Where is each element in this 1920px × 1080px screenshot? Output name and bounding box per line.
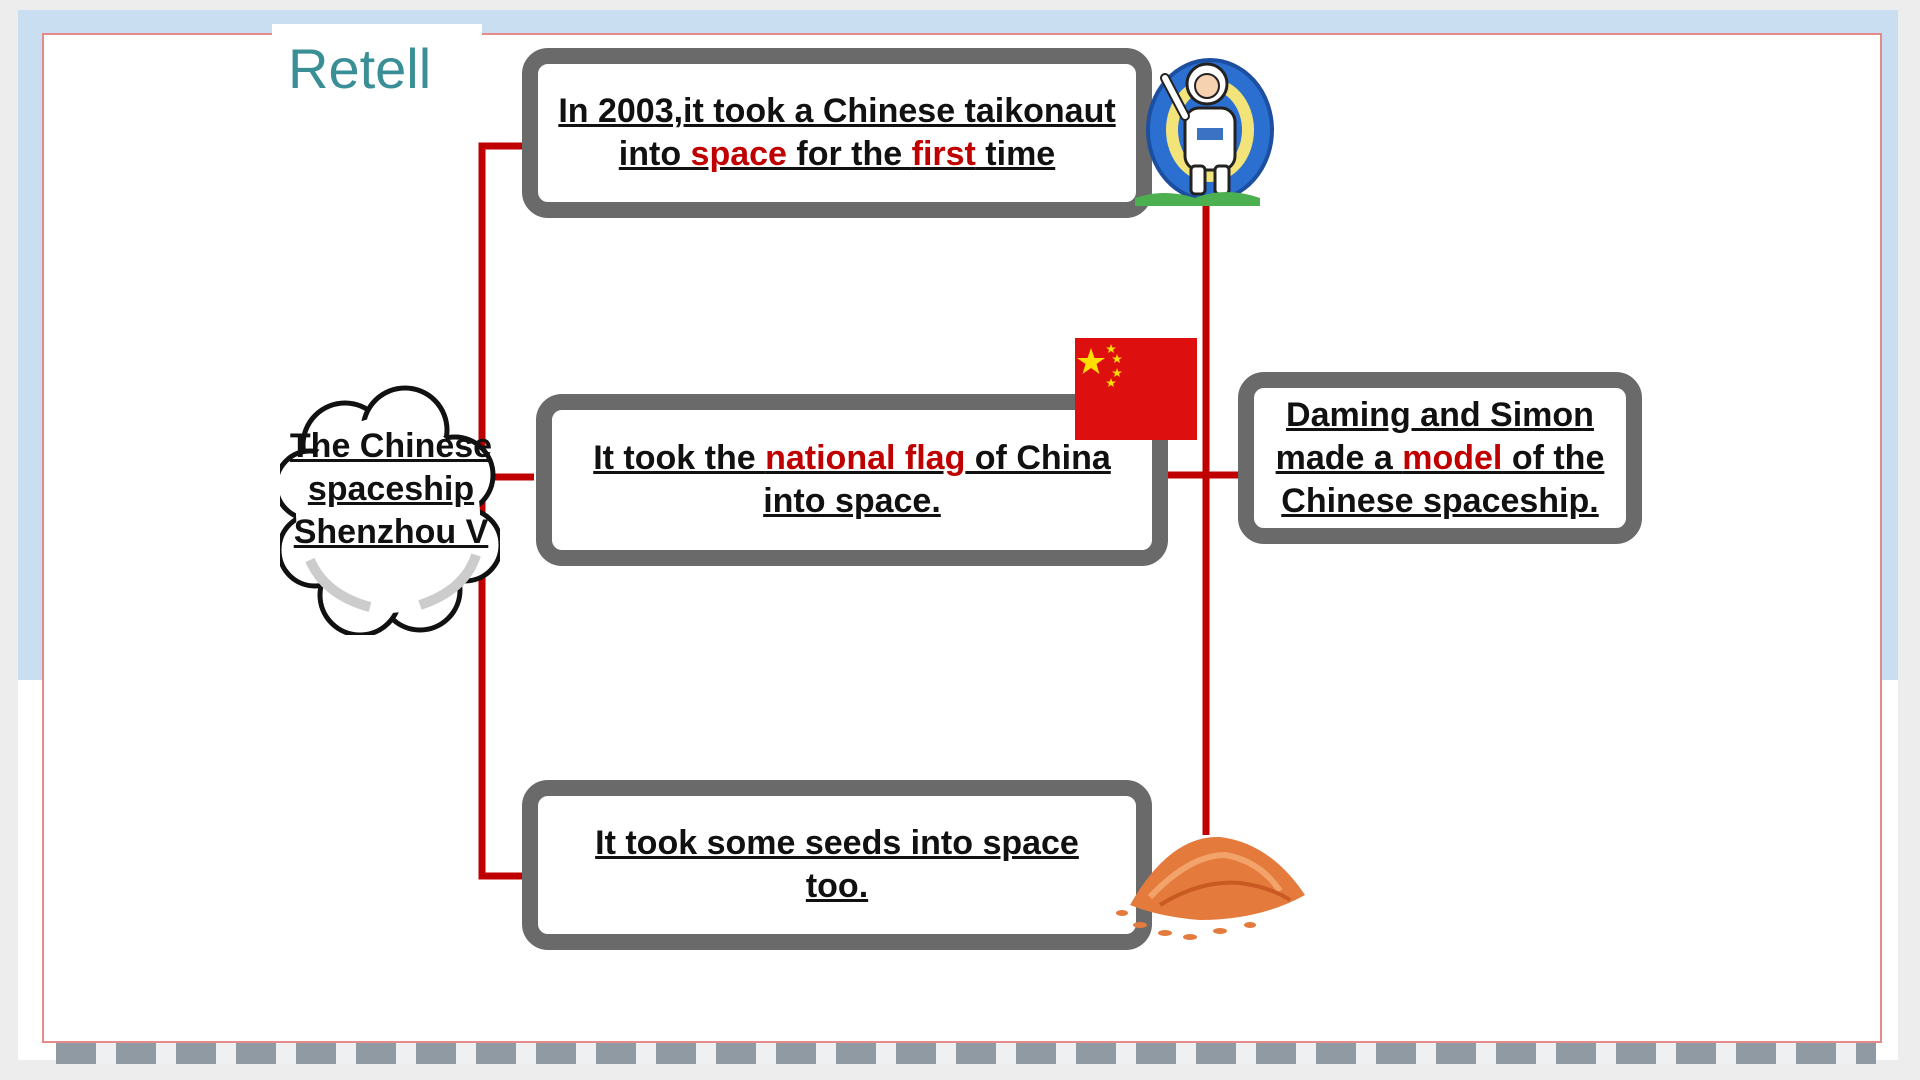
seeds-pile-icon bbox=[1116, 836, 1305, 940]
fact-box-model: Daming and Simon made a model of the Chi… bbox=[1238, 372, 1642, 544]
astronaut-icon bbox=[1135, 58, 1274, 206]
fact-box-seeds: It took some seeds into space too. bbox=[522, 780, 1152, 950]
slide-title: Retell bbox=[288, 37, 432, 100]
title-tab bbox=[272, 24, 482, 104]
center-topic-label: The Chinese spaceship Shenzhou V bbox=[289, 427, 493, 551]
fact-text-first-taikonaut: In 2003,it took a Chinese taikonaut into… bbox=[558, 92, 1116, 173]
cloud-icon bbox=[280, 385, 500, 635]
fact-box-first-taikonaut: In 2003,it took a Chinese taikonaut into… bbox=[522, 48, 1152, 218]
fact-box-national-flag: It took the national flag of China into … bbox=[536, 394, 1168, 566]
fact-text-seeds: It took some seeds into space too. bbox=[595, 824, 1079, 905]
decorative-stripe-bar bbox=[56, 1040, 1876, 1064]
china-flag-icon bbox=[1075, 338, 1197, 440]
fact-text-national-flag: It took the national flag of China into … bbox=[593, 439, 1111, 520]
fact-text-model: Daming and Simon made a model of the Chi… bbox=[1275, 395, 1605, 520]
